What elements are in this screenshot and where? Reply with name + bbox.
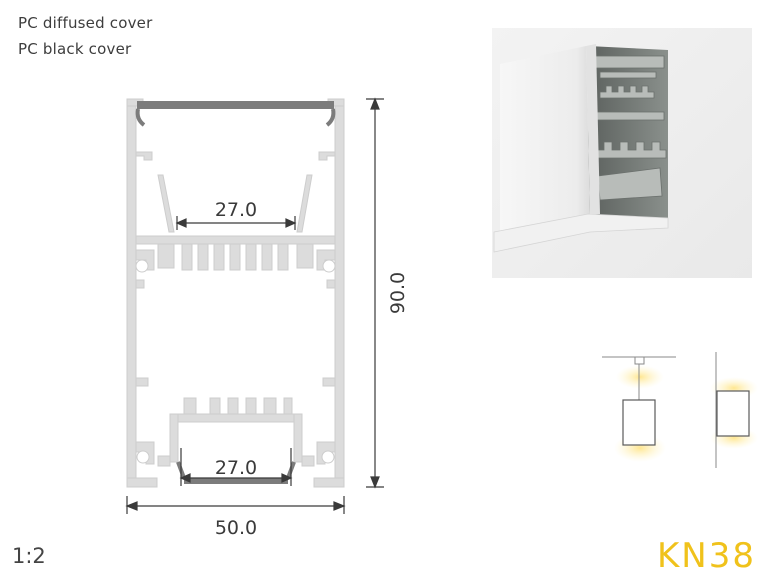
profile-cross-section [126, 98, 345, 488]
model-name: KN38 [657, 536, 756, 576]
product-photo [492, 28, 752, 278]
dim-width: 50.0 [215, 517, 257, 539]
dimension-lines [125, 97, 384, 514]
right-foot [313, 477, 345, 488]
diffused-cover [135, 101, 336, 127]
right-wall [334, 98, 345, 488]
right-fin [296, 174, 313, 233]
cover-label-black: PC black cover [18, 40, 132, 58]
scale-label: 1:2 [12, 544, 46, 568]
wall-mount-icon [710, 352, 758, 468]
cover-label-diffused: PC diffused cover [18, 14, 153, 32]
dim-top-width: 27.0 [215, 199, 257, 221]
left-fin [157, 174, 175, 233]
left-wall [126, 98, 137, 488]
lower-heatsink-base [169, 413, 303, 423]
dim-height: 90.0 [387, 272, 409, 314]
dim-bottom-width: 27.0 [215, 457, 257, 479]
upper-heatsink-base [135, 235, 336, 245]
left-foot [126, 477, 158, 488]
pendant-mount-icon [602, 356, 676, 462]
